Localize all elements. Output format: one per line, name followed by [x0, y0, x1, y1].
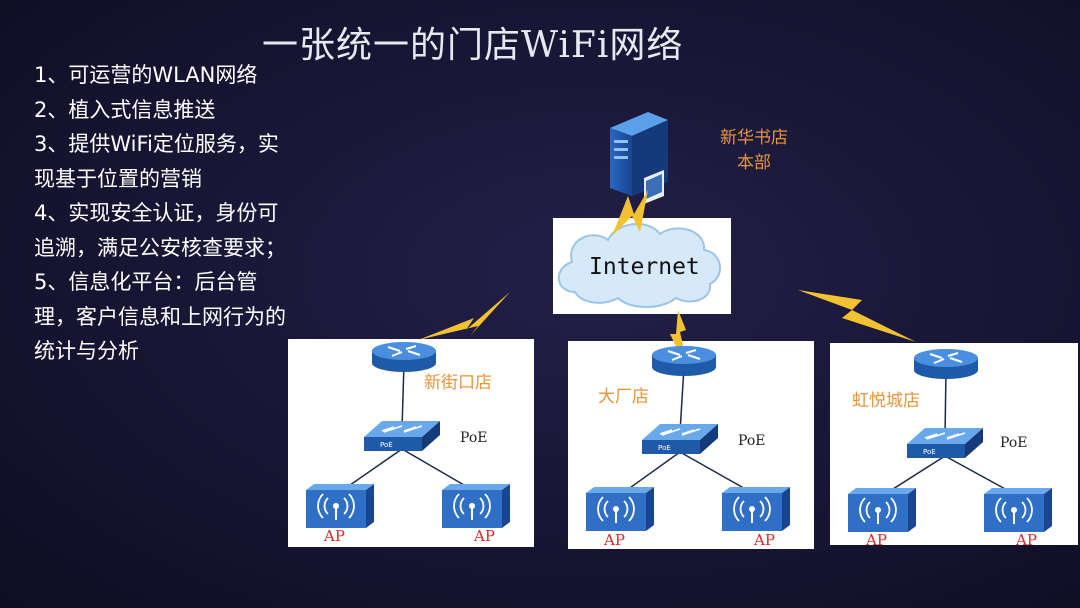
poe-switch-icon: PoE [364, 421, 440, 451]
switch-label: PoE [380, 441, 393, 449]
feature-line: 现基于位置的营销 [34, 166, 202, 191]
hq-label: 新华书店 本部 [704, 126, 804, 176]
router-icon [652, 346, 716, 376]
access-point-icon [306, 484, 374, 528]
poe-label: PoE [738, 433, 766, 449]
store-networks: PoE PoE PoE [306, 342, 1052, 532]
lightning-icon [418, 292, 510, 340]
store-name: 大厂店 [598, 387, 649, 407]
lightning-icon [612, 190, 648, 236]
store-name: 新街口店 [424, 373, 492, 393]
access-point-icon [586, 487, 654, 531]
ap-label: AP [866, 531, 887, 549]
ap-label: AP [754, 531, 775, 549]
access-point-icon [984, 488, 1052, 532]
store-name: 虹悦城店 [852, 391, 920, 411]
page-title: 一张统一的门店WiFi网络 [262, 25, 684, 66]
switch-label: PoE [923, 448, 936, 456]
feature-line: 统计与分析 [34, 339, 139, 363]
access-point-icon [848, 488, 916, 532]
switch-label: PoE [658, 444, 671, 452]
hq-label-line: 新华书店 [720, 128, 788, 148]
router-icon [914, 349, 978, 379]
server-icon [610, 112, 668, 204]
feature-line: 3、提供WiFi定位服务，实 [34, 132, 279, 156]
router-icon [372, 342, 436, 372]
feature-line: 2、植入式信息推送 [34, 97, 216, 122]
internet-cloud-icon [557, 222, 721, 308]
feature-line: 5、信息化平台：后台管 [34, 270, 258, 294]
access-point-icon [722, 487, 790, 531]
ap-label: AP [474, 527, 495, 545]
feature-list: 1、可运营的WLAN网络 2、植入式信息推送 3、提供WiFi定位服务，实 现基… [34, 58, 334, 369]
lightning-icon [798, 290, 916, 342]
feature-line: 追溯，满足公安核查要求； [34, 235, 286, 260]
internet-label: Internet [589, 254, 700, 280]
feature-line: 1、可运营的WLAN网络 [34, 63, 258, 87]
ap-label: AP [1016, 531, 1037, 549]
store-network-2: PoE [586, 346, 790, 531]
poe-switch-icon: PoE [907, 428, 983, 458]
ap-label: AP [324, 527, 345, 545]
hq-label-line: 本部 [737, 153, 771, 173]
feature-line: 4、实现安全认证，身份可 [34, 201, 279, 225]
store-network-3: PoE [848, 349, 1052, 532]
access-point-icon [442, 484, 510, 528]
poe-label: PoE [1000, 435, 1028, 451]
feature-line: 理，客户信息和上网行为的 [34, 304, 286, 329]
poe-switch-icon: PoE [642, 424, 718, 454]
poe-label: PoE [460, 430, 488, 446]
ap-label: AP [604, 531, 625, 549]
store-network-1: PoE [306, 342, 510, 528]
